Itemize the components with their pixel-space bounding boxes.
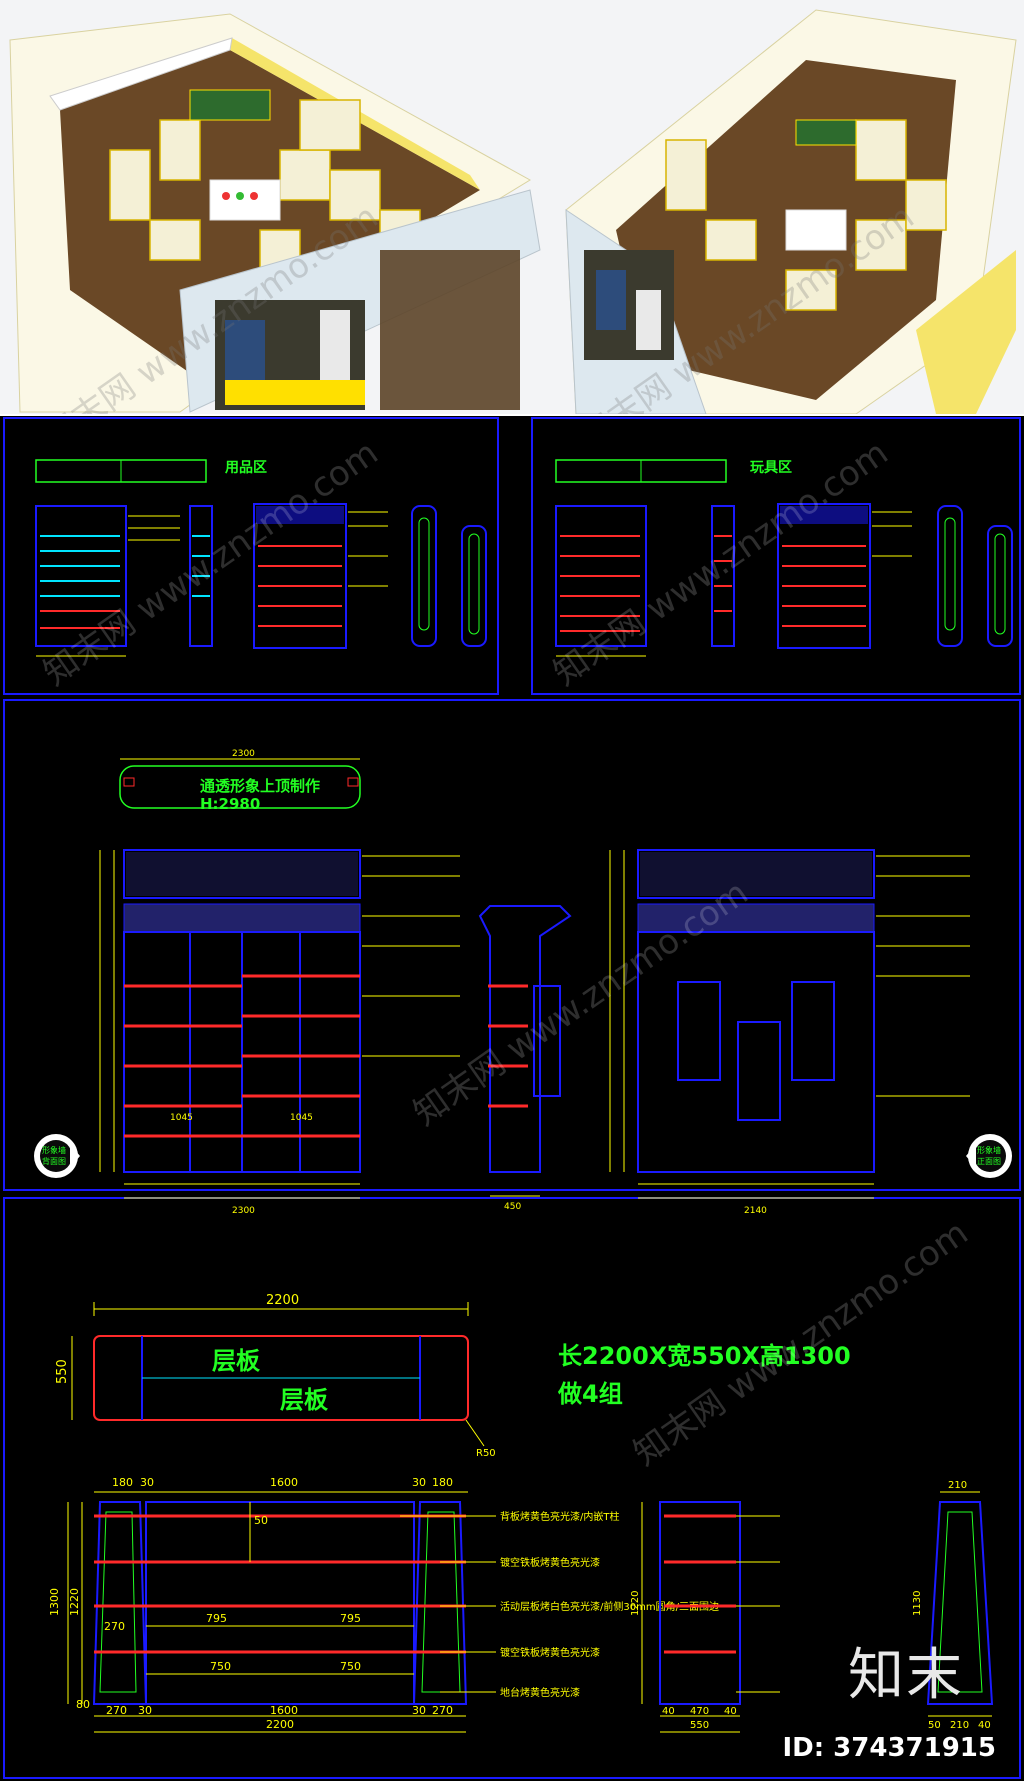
front-height: 1300 [48,1588,61,1616]
side-bottom-2: 40 [724,1706,737,1717]
front-mid-1: 795 [340,1612,361,1625]
note-3: 镀空铁板烤黄色亮光漆 [500,1646,600,1659]
note-1: 镀空铁板烤黄色亮光漆 [500,1556,600,1569]
left-total: 2300 [232,1206,255,1216]
plan-depth: 550 [55,1359,70,1384]
side-height: 1130 [912,1591,923,1616]
brand-logo: 知末 [848,1643,964,1708]
side-inner: 1220 [630,1591,641,1616]
side-foot-2: 40 [978,1720,991,1731]
right-badge-line2: 正面图 [977,1157,1001,1166]
shelf-span-a: 1045 [170,1113,193,1123]
note-4: 地台烤黄色亮光漆 [500,1686,580,1699]
note-2: 活动层板烤白色亮光漆/前侧30mm圆角/三面围边 [500,1600,719,1613]
front-top-4: 180 [432,1476,453,1489]
right-total: 2140 [744,1206,767,1216]
toys-title: 玩具区 [750,460,792,476]
sign-height: H:2980 [200,795,260,813]
supplies-title: 用品区 [225,460,267,476]
front-inner-height: 1220 [68,1588,81,1616]
shelf-side: 40 470 40 550 1220 210 1130 50 210 40 [630,1480,994,1733]
toys-panel: 玩具区 [555,459,1013,657]
front-top-3: 30 [412,1476,426,1489]
supplies-panel: 用品区 [35,459,487,657]
plan-spec: 长2200X宽550X高1300 [558,1342,851,1370]
shelf-plan: 2200 550 层板 层板 R50 长2200X宽550X高1300 做4组 [55,1293,851,1459]
document-id: ID: 374371915 [782,1733,996,1763]
side-top: 210 [948,1480,967,1491]
cad-drawing: 用品区 [0,416,1024,1781]
plan-radius: R50 [476,1448,496,1459]
front-mid-0: 795 [206,1612,227,1625]
sign-text: 通透形象上顶制作 [200,777,320,795]
front-bottom-2: 1600 [270,1704,298,1717]
left-badge-line2: 背面图 [42,1156,66,1166]
front-bottom-0: 270 [106,1704,127,1717]
front-top-1: 30 [140,1476,154,1489]
front-base: 80 [76,1698,90,1711]
left-badge-line1: 形象墙 [42,1145,66,1155]
front-bottom-1: 30 [138,1704,152,1717]
front-view-badge: 形象墙 正面图 [966,1134,1012,1178]
front-top-50: 50 [254,1514,268,1527]
right-badge-line1: 形象墙 [977,1145,1001,1155]
side-total: 550 [690,1720,709,1731]
side-foot-0: 50 [928,1720,941,1731]
shelf-front: 180 30 1600 30 180 795 [48,1476,719,1733]
plan-label-a: 层板 [212,1347,261,1375]
front-side-270: 270 [104,1620,125,1633]
side-bottom-0: 40 [662,1706,675,1717]
plan-label-b: 层板 [280,1386,329,1414]
note-0: 背板烤黄色亮光漆/内嵌T柱 [500,1510,619,1523]
front-top-2: 1600 [270,1476,298,1489]
front-total: 2200 [266,1718,294,1731]
plan-quantity: 做4组 [557,1380,623,1408]
front-bottom-3: 30 [412,1704,426,1717]
front-low-0: 750 [210,1660,231,1673]
back-view-badge: 形象墙 背面图 [34,1134,80,1178]
side-foot-1: 210 [950,1720,969,1731]
shelf-span-b: 1045 [290,1113,313,1123]
front-bottom-4: 270 [432,1704,453,1717]
store-render-right: 知末网 www.znzmo.com [556,0,1024,414]
elevation-panel: 通透形象上顶制作 H:2980 2300 [34,749,1012,1216]
sign-width: 2300 [232,749,255,759]
store-render-left: 知末网 www.znzmo.com [0,0,556,414]
side-width: 450 [504,1202,521,1212]
plan-length: 2200 [266,1293,299,1308]
side-bottom-1: 470 [690,1706,709,1717]
front-low-1: 750 [340,1660,361,1673]
front-top-0: 180 [112,1476,133,1489]
